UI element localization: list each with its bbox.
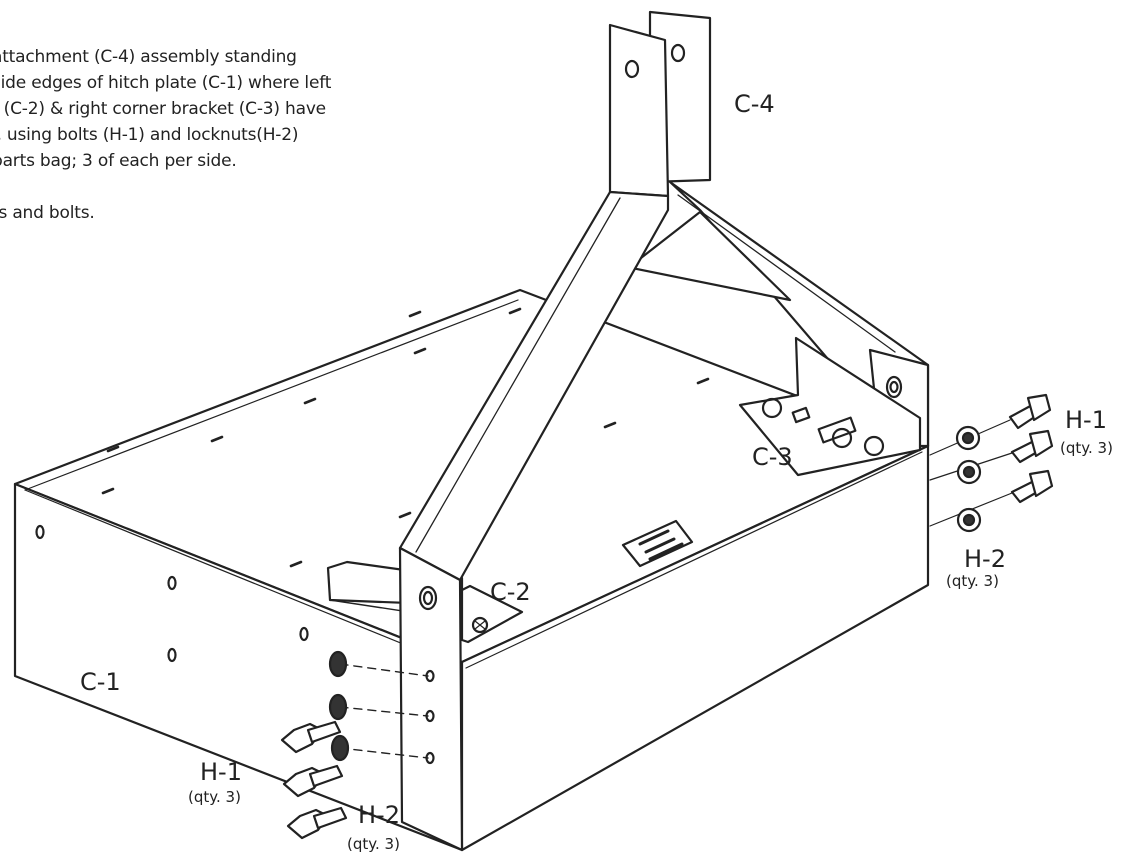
instruction-line-6: ts and bolts. <box>0 203 95 223</box>
label-h1-left-qty: (qty. 3) <box>188 788 241 806</box>
label-c3: C-3 <box>752 443 793 471</box>
label-c2: C-2 <box>490 578 531 606</box>
label-c1: C-1 <box>80 668 121 696</box>
assembly-instructions: attachment (C-4) assembly standing side … <box>0 44 452 226</box>
warning-decal <box>621 519 694 568</box>
instruction-line-2: side edges of hitch plate (C-1) where le… <box>0 73 332 93</box>
label-h1-right: H-1 <box>1065 406 1107 434</box>
label-h2-right: H-2 <box>964 545 1006 573</box>
label-h2-right-qty: (qty. 3) <box>946 572 999 590</box>
instruction-line-4: l, using bolts (H-1) and locknuts(H-2) <box>0 125 299 145</box>
left-fasteners <box>280 650 429 840</box>
label-h2-left-qty: (qty. 3) <box>347 835 400 853</box>
label-c4: C-4 <box>734 90 775 118</box>
right-corner-bracket <box>738 336 922 477</box>
label-h1-left: H-1 <box>200 758 242 786</box>
hitch-plate <box>13 288 930 852</box>
instruction-line-1: attachment (C-4) assembly standing <box>0 47 297 67</box>
label-h2-left: H-2 <box>358 801 400 829</box>
instruction-line-5: parts bag; 3 of each per side. <box>0 151 237 171</box>
left-corner-bracket <box>460 584 524 644</box>
right-fasteners <box>929 393 1054 533</box>
instruction-line-3: t (C-2) & right corner bracket (C-3) hav… <box>0 99 326 119</box>
label-h1-right-qty: (qty. 3) <box>1060 439 1113 457</box>
